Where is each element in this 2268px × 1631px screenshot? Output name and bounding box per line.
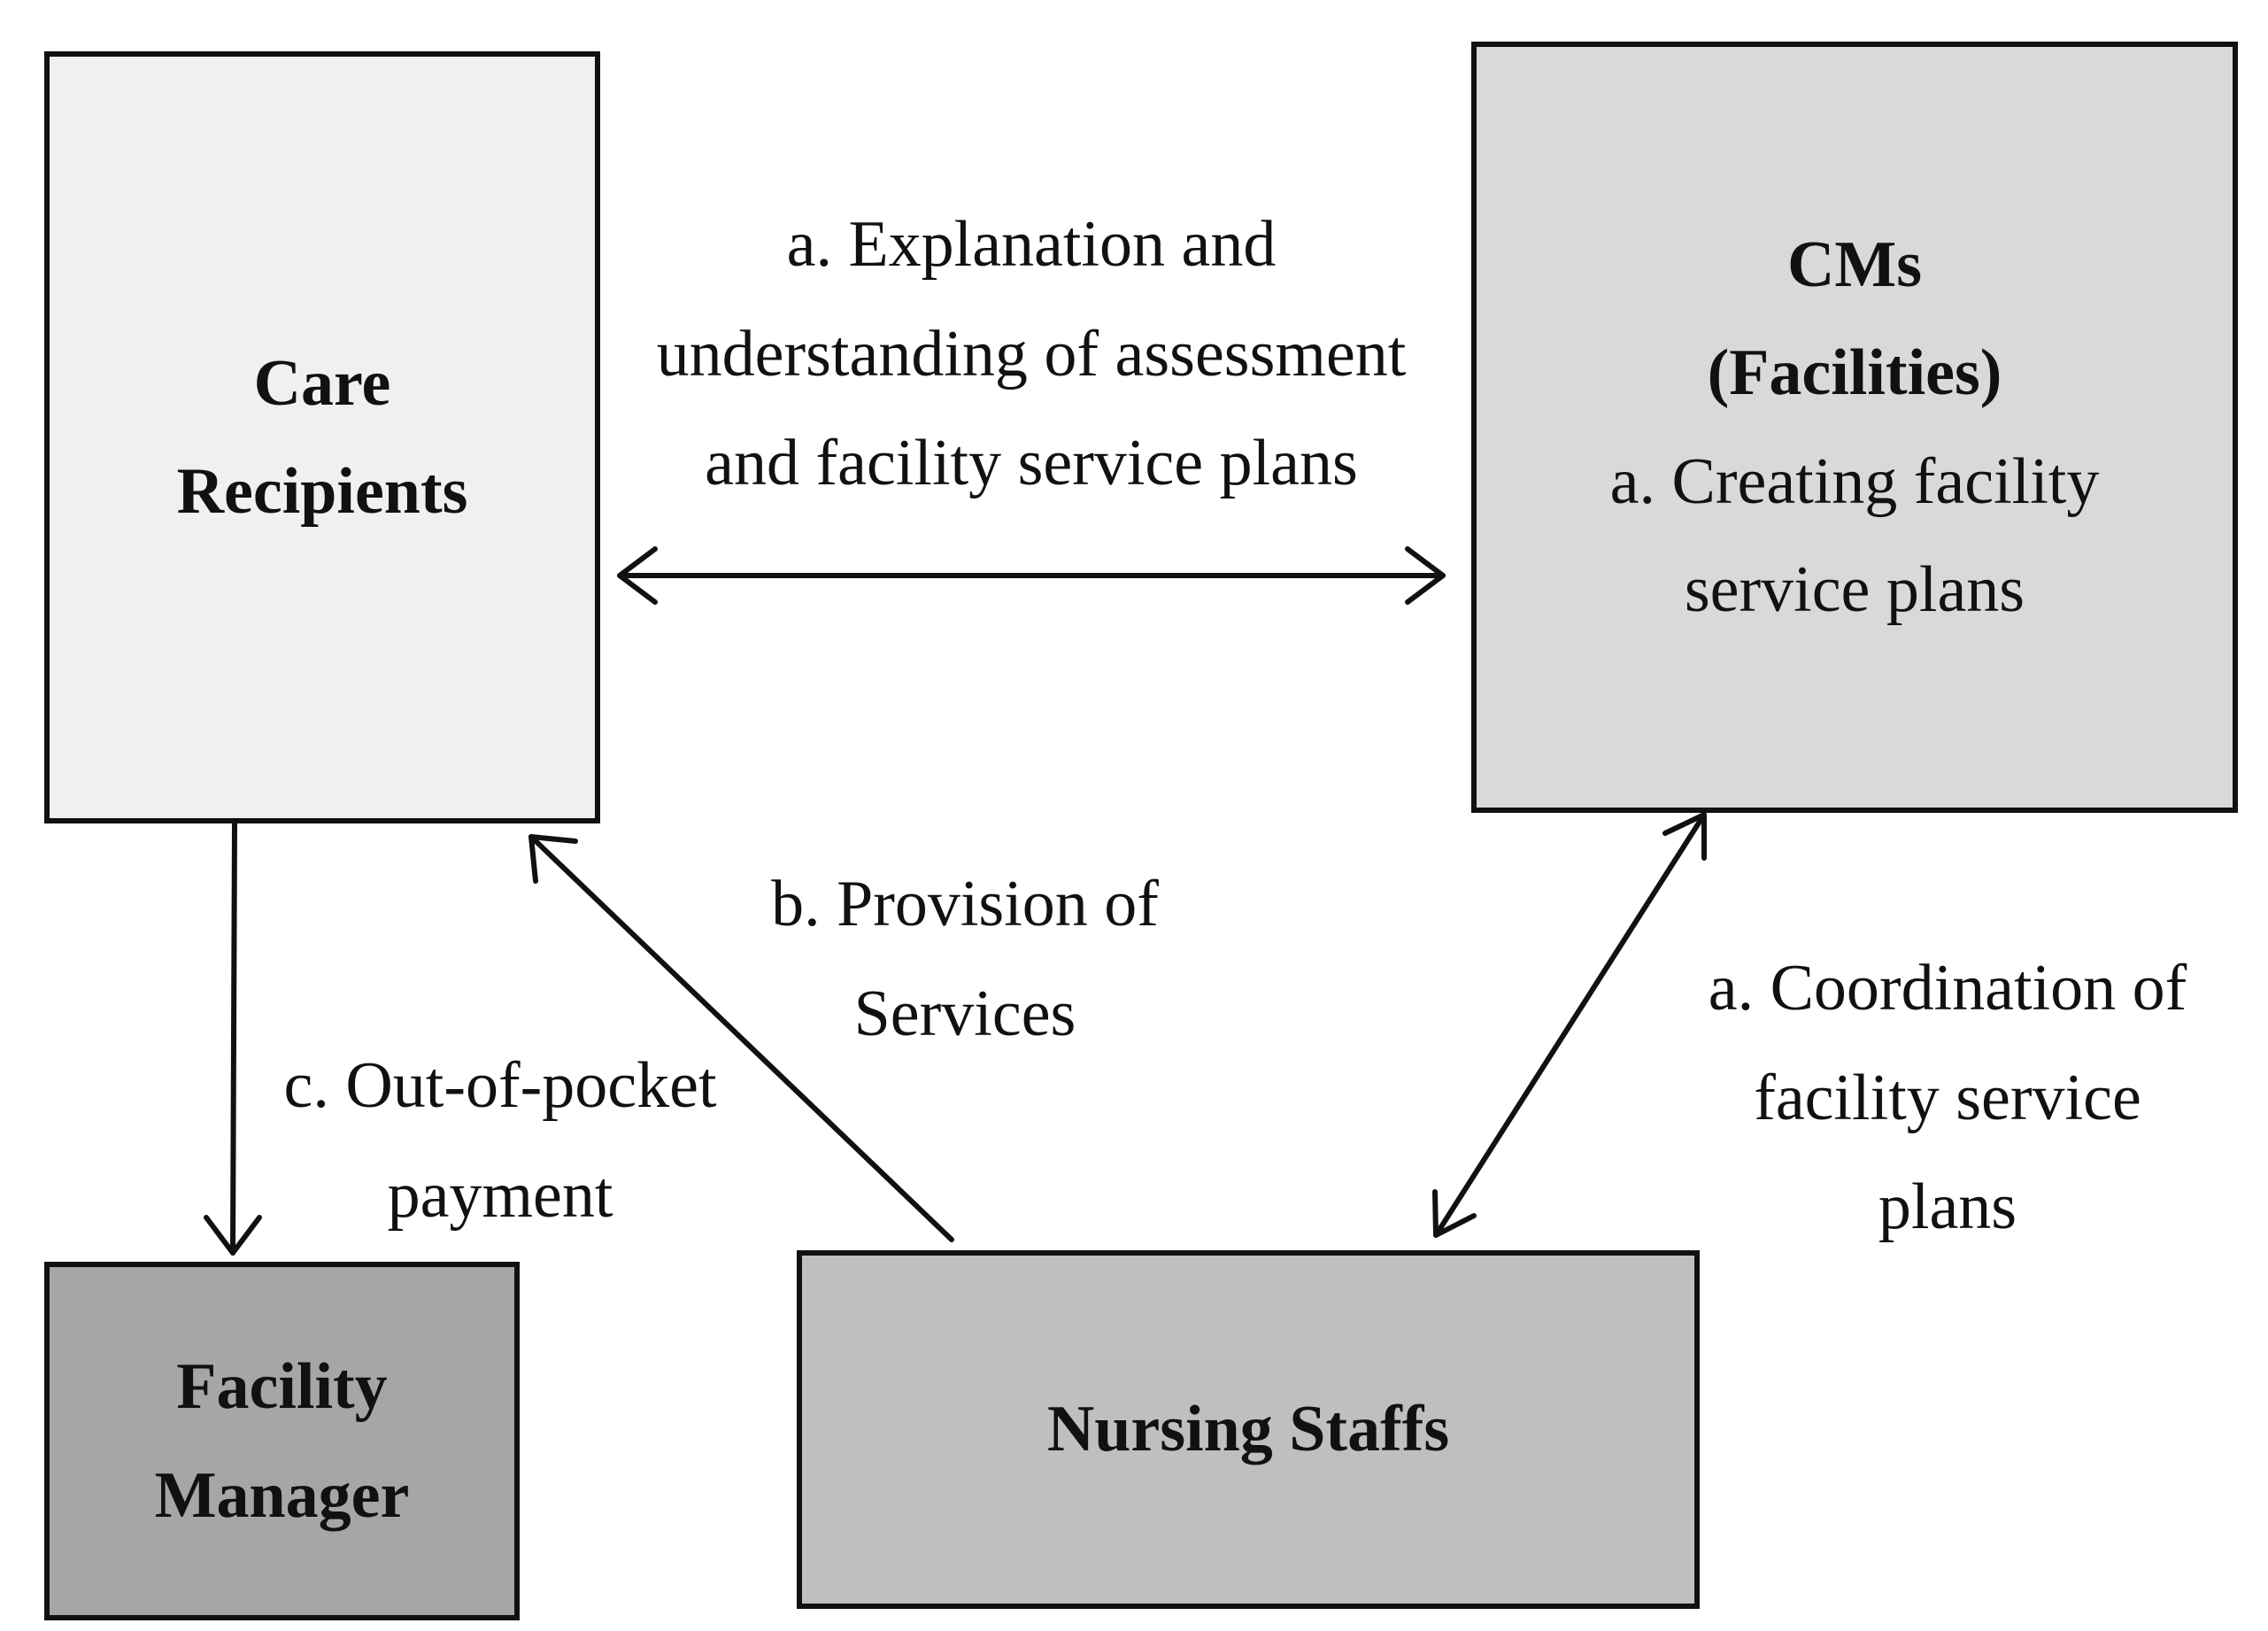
nursing-staffs-title-line-1: Nursing Staffs: [1046, 1393, 1450, 1466]
facility-manager-title-line-1: Facility: [176, 1350, 388, 1424]
coordination-label-line-3: plans: [1878, 1171, 2017, 1244]
payment-label-line-1: c. Out-of-pocket: [283, 1049, 717, 1122]
care-recipients-title-line-2: Recipients: [176, 455, 468, 528]
payment-label: c. Out-of-pocket payment: [248, 1032, 752, 1250]
payment-arrow: [204, 821, 262, 1256]
explanation-label-line-2: understanding of assessment: [656, 317, 1407, 390]
cms-title: CMs (Facilities): [1708, 211, 2002, 427]
provision-arrow: [528, 834, 954, 1242]
cms-title-line-1: CMs: [1786, 228, 1923, 302]
explanation-arrow: [617, 546, 1446, 605]
care-recipients-title-line-1: Care: [253, 346, 391, 420]
facility-manager-title-line-2: Manager: [154, 1458, 410, 1532]
provision-label: b. Provision of Services: [708, 850, 1222, 1069]
explanation-label-line-3: and facility service plans: [705, 427, 1358, 500]
provision-label-line-2: Services: [853, 977, 1076, 1050]
care-recipients-title: Care Recipients: [177, 329, 468, 545]
coordination-label-line-1: a. Coordination of: [1708, 952, 2187, 1024]
nursing-staffs-title: Nursing Staffs: [1047, 1375, 1449, 1483]
nursing-staffs-box: Nursing Staffs: [797, 1250, 1700, 1609]
cms-title-line-2: (Facilities): [1707, 336, 2002, 410]
cms-role-text: a. Creating facility service plans: [1610, 428, 2100, 644]
coordination-label-line-2: facility service: [1754, 1061, 2141, 1134]
explanation-label-line-1: a. Explanation and: [786, 208, 1277, 281]
cms-role-line-2: service plans: [1684, 553, 2025, 626]
cms-facilities-box: CMs (Facilities) a. Creating facility se…: [1471, 42, 2238, 813]
care-recipients-box: Care Recipients: [44, 51, 600, 823]
payment-label-line-2: payment: [387, 1158, 613, 1232]
explanation-label: a. Explanation and understanding of asse…: [602, 190, 1461, 519]
cms-role-line-1: a. Creating facility: [1609, 444, 2100, 518]
provision-label-line-1: b. Provision of: [771, 868, 1159, 940]
facility-manager-title: Facility Manager: [155, 1333, 410, 1549]
facility-manager-box: Facility Manager: [44, 1262, 520, 1620]
coordination-label: a. Coordination of facility service plan…: [1664, 934, 2231, 1263]
coordination-arrow: [1432, 812, 1707, 1238]
